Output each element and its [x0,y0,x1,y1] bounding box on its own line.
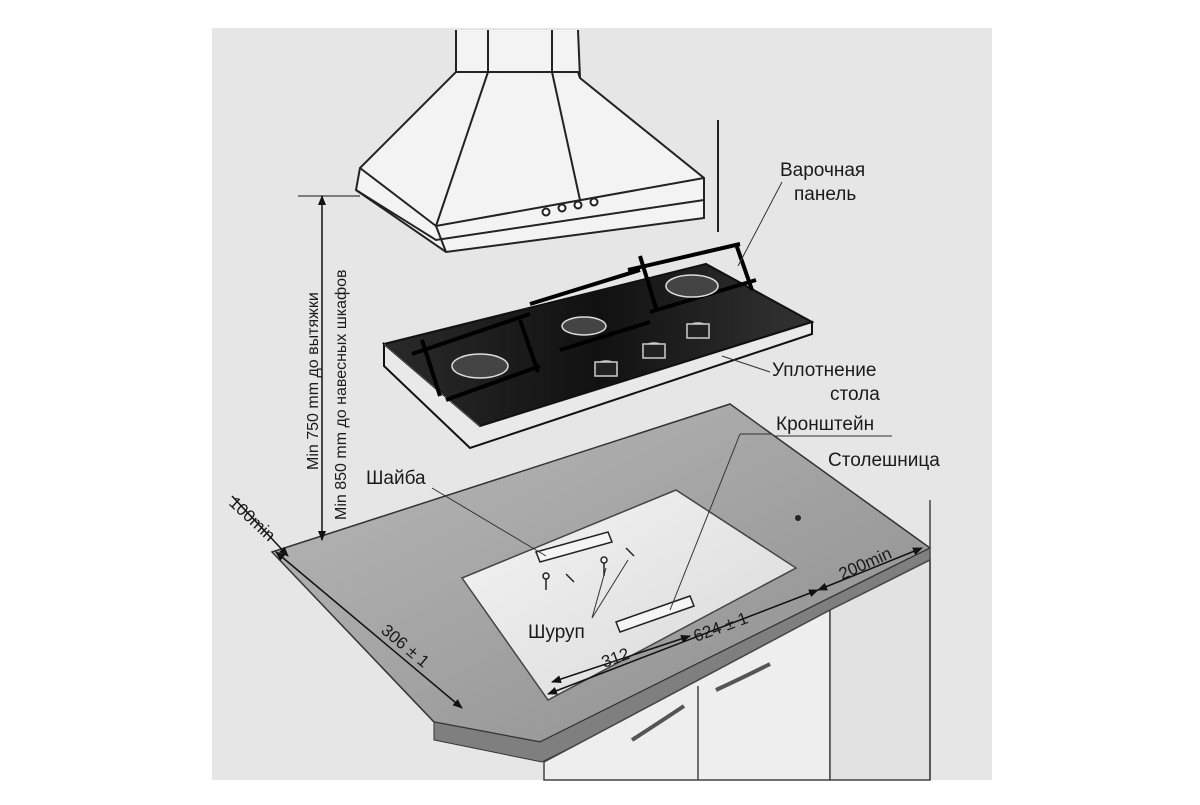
countertop-label: Столешница [828,450,940,471]
screw-label: Шуруп [528,622,585,643]
range-hood [354,29,705,254]
seal-label-line2: стола [830,384,880,405]
bracket-label: Кронштейн [776,414,874,435]
cabinet-clearance-label: Min 850 mm до навесных шкафов [333,269,350,520]
hood-clearance-label: Min 750 mm до вытяжки [305,292,322,470]
clearance-dimension: Min 750 mm до вытяжки Min 850 mm до наве… [298,195,360,541]
gas-hob [381,242,815,450]
cutout-dimensions [231,495,923,709]
leader-lines [431,181,892,619]
hob-label-line2: панель [794,184,856,205]
washer-label: Шайба [366,468,426,489]
seal-label-line1: Уплотнение [772,360,876,381]
hob-label-line1: Варочная [780,160,865,181]
